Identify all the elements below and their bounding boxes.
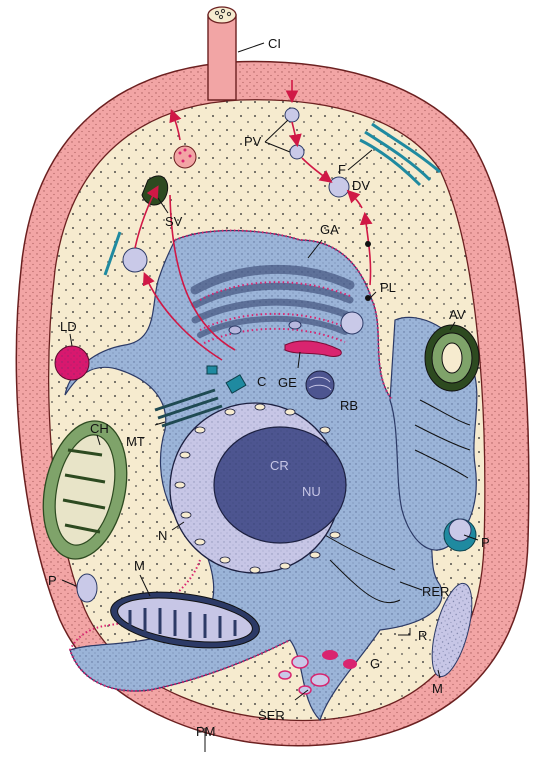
residual-body: [306, 371, 334, 399]
peroxisome-right: [444, 519, 476, 551]
label-pv: PV: [244, 134, 262, 149]
label-c-group: C: [257, 374, 266, 389]
label-sv: SV: [165, 214, 183, 229]
label-c: C: [257, 374, 266, 389]
lipid-droplet: [55, 346, 89, 380]
label-g: G: [370, 656, 380, 671]
label-ga: GA: [320, 222, 339, 237]
label-rb: RB: [340, 398, 358, 413]
label-cr-group: CR: [270, 458, 289, 473]
label-rer: RER: [422, 584, 449, 599]
label-dv: DV: [352, 178, 370, 193]
label-p-right: P: [481, 535, 490, 550]
cytoplasmic-extension: [208, 7, 236, 100]
label-r: R: [418, 628, 427, 643]
label-ch: CH: [90, 421, 109, 436]
label-p-left: P: [48, 573, 57, 588]
autophagic-vacuole: [425, 325, 479, 391]
label-nu: NU: [302, 484, 321, 499]
label-cr: CR: [270, 458, 289, 473]
label-pm: PM: [196, 724, 216, 739]
label-pm-group: PM: [196, 724, 216, 752]
label-n: N: [158, 528, 167, 543]
label-ci-group: CI: [238, 36, 281, 52]
label-ser: SER: [258, 708, 285, 723]
label-av: AV: [449, 307, 466, 322]
label-dv-group: DV: [352, 178, 370, 193]
label-rb-group: RB: [340, 398, 358, 413]
label-m-left: M: [134, 558, 145, 573]
label-nu-group: NU: [302, 484, 321, 499]
label-ld: LD: [60, 319, 77, 334]
peroxisome-left: [77, 574, 97, 602]
label-f: F: [338, 162, 346, 177]
label-mt: MT: [126, 434, 145, 449]
label-g-group: G: [370, 656, 380, 671]
label-ge: GE: [278, 375, 297, 390]
label-m-right: M: [432, 681, 443, 696]
label-ci: CI: [268, 36, 281, 51]
label-pl: PL: [380, 280, 396, 295]
